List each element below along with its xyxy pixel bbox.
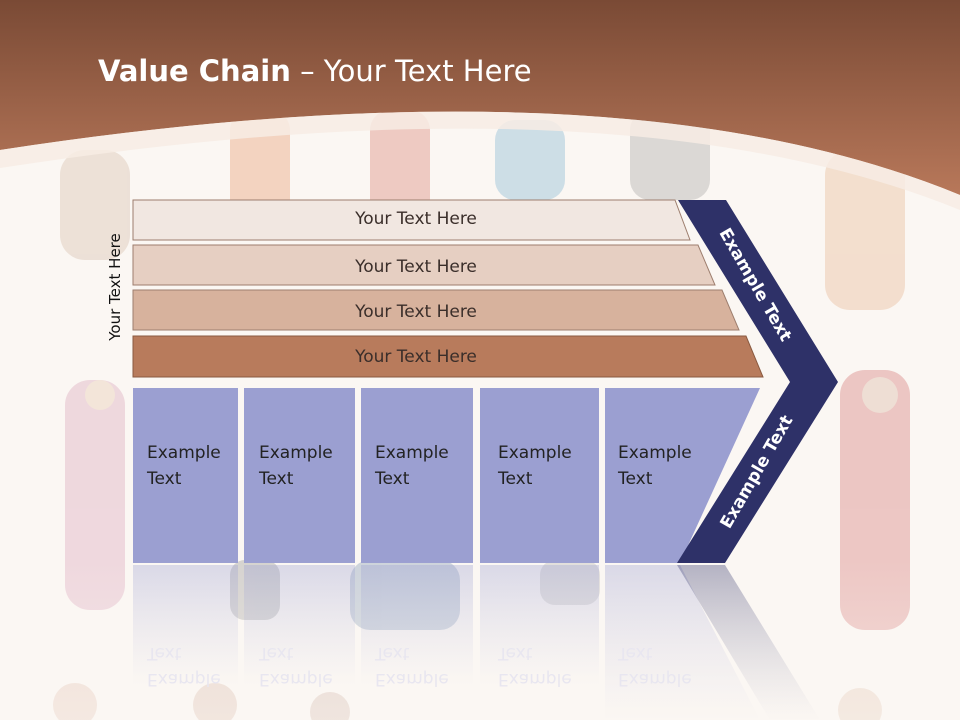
bar-3-label: Your Text Here: [355, 302, 477, 322]
bar-3: [132, 289, 740, 331]
box-1-line2: Text: [147, 469, 182, 489]
bar-2: [132, 244, 716, 286]
box-3: [361, 388, 473, 563]
box-4: [480, 388, 599, 563]
slide-title: Value Chain – Your Text Here: [98, 54, 532, 88]
box-4-line1: Example: [498, 443, 572, 463]
box-5: [605, 388, 760, 563]
box-2: [244, 388, 355, 563]
box-5-line1: Example: [618, 443, 692, 463]
bar-1: [132, 199, 691, 241]
side-label: Your Text Here: [106, 233, 124, 341]
box-3-line1: Example: [375, 443, 449, 463]
box-5-line2: Text: [618, 469, 653, 489]
chevron-arrow: [677, 200, 838, 563]
bar-4-label: Your Text Here: [355, 347, 477, 367]
box-4-line2: Text: [498, 469, 533, 489]
header-band: [0, 0, 960, 195]
title-bold: Value Chain: [98, 54, 291, 88]
bar-1-label: Your Text Here: [355, 209, 477, 229]
box-2-line2: Text: [259, 469, 294, 489]
bar-4: [132, 335, 764, 378]
box-1-line1: Example: [147, 443, 221, 463]
title-rest: – Your Text Here: [290, 54, 532, 88]
box-1: [133, 388, 238, 563]
box-3-line2: Text: [375, 469, 410, 489]
bar-2-label: Your Text Here: [355, 257, 477, 277]
box-2-line1: Example: [259, 443, 333, 463]
